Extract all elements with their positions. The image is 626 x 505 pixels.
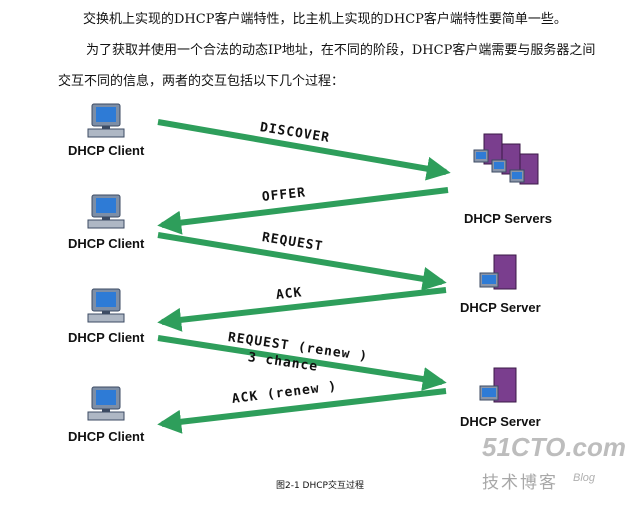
client-label: DHCP Client — [68, 429, 145, 444]
client-label: DHCP Client — [68, 330, 145, 345]
ack-arrow — [157, 287, 447, 332]
server-cluster-icon — [473, 133, 539, 185]
request-renew-arrow — [157, 335, 447, 391]
computer-icon — [87, 386, 125, 421]
client-label: DHCP Client — [68, 143, 145, 158]
server-label: DHCP Server — [460, 300, 541, 315]
client-label: DHCP Client — [68, 236, 145, 251]
computer-icon — [87, 194, 125, 229]
ack-label: ACK — [275, 285, 304, 303]
paragraph-line-2: 为了获取并使用一个合法的动态IP地址，在不同的阶段，DHCP客户端需要与服务器之… — [86, 43, 596, 58]
paragraph-line-3: 交互不同的信息，两者的交互包括以下几个过程： — [58, 74, 345, 89]
computer-icon — [87, 288, 125, 323]
server-icon — [479, 367, 517, 403]
computer-icon — [87, 103, 125, 138]
server-label: DHCP Server — [460, 414, 541, 429]
offer-arrow — [157, 187, 449, 235]
watermark-logo: 51CTO.com — [482, 432, 626, 462]
ack-renew-arrow — [157, 388, 447, 434]
watermark-subtitle: 技术博客 — [482, 473, 558, 493]
paragraph-line-1: 交换机上实现的DHCP客户端特性，比主机上实现的DHCP客户端特性要简单一些。 — [83, 12, 567, 27]
discover-arrow — [157, 119, 451, 181]
watermark-blog: Blog — [573, 472, 596, 484]
figure-caption: 图2-1 DHCP交互过程 — [276, 481, 364, 491]
servers-label: DHCP Servers — [464, 211, 552, 226]
request-arrow — [157, 232, 447, 291]
server-icon — [479, 254, 517, 290]
